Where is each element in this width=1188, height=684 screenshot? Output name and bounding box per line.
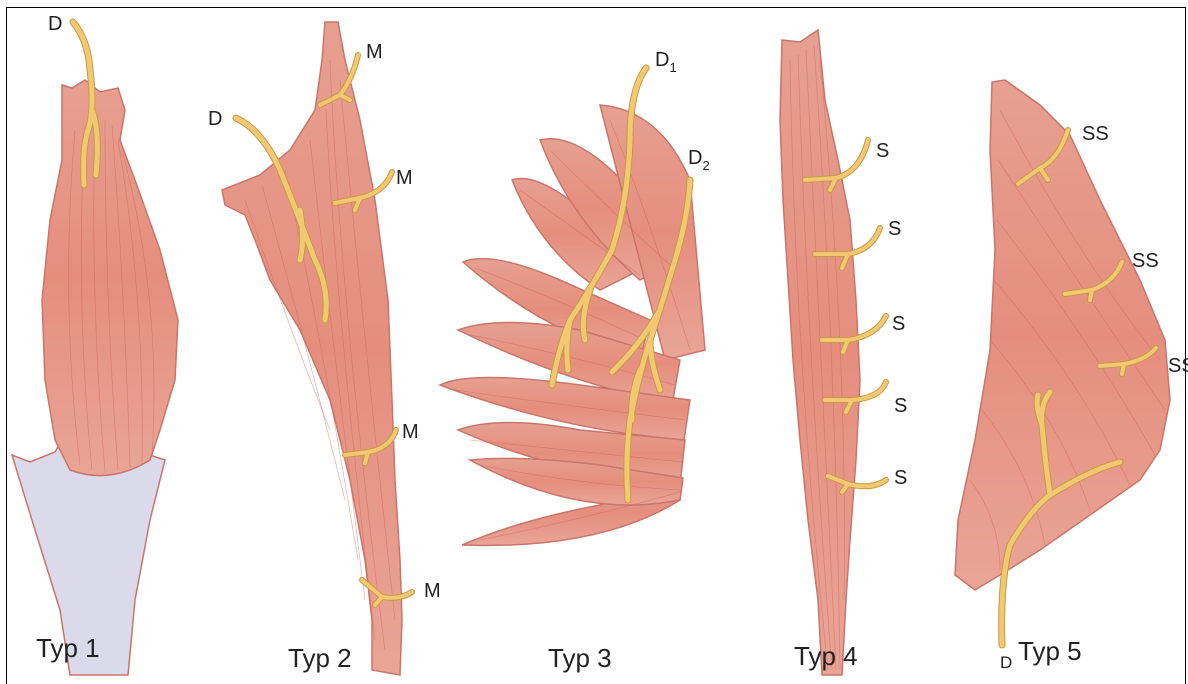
type-4-label-s4: S [894, 395, 907, 417]
type-4-label-s2: S [888, 218, 901, 240]
type-4-muscle-body [780, 30, 860, 675]
type-2-label-m1: M [366, 41, 383, 63]
caption-typ-4: Typ 4 [794, 641, 858, 671]
type-2-label-m2: M [396, 167, 413, 189]
type-5-muscle: SS SS SS D [955, 80, 1188, 672]
type-2-label-d: D [208, 108, 222, 130]
type-1-label-d: D [48, 13, 62, 35]
type-5-label-d: D [1000, 653, 1012, 672]
type-2-label-m4: M [424, 580, 441, 602]
type-5-label-ss2: SS [1132, 250, 1159, 272]
type-3-label-d1: D1 [655, 49, 677, 75]
type-5-muscle-body [955, 80, 1170, 590]
type-3-label-d2: D2 [688, 147, 710, 173]
type-2-muscle: D M M M M [208, 22, 441, 675]
type-5-label-ss1: SS [1082, 123, 1109, 145]
caption-typ-1: Typ 1 [36, 633, 100, 663]
type-2-label-m3: M [402, 421, 419, 443]
type-3-muscle: D1 D2 [440, 49, 710, 545]
type-4-muscle: S S S S S [780, 30, 907, 675]
caption-typ-5: Typ 5 [1018, 636, 1082, 666]
type-1-muscle-belly [42, 80, 178, 476]
type-4-label-s3: S [892, 313, 905, 335]
type-4-label-s1: S [876, 140, 889, 162]
caption-typ-3: Typ 3 [548, 643, 612, 673]
type-4-label-s5: S [894, 467, 907, 489]
type-5-label-ss3: SS [1168, 355, 1188, 377]
type-1-muscle: D [12, 13, 178, 675]
caption-typ-2: Typ 2 [288, 643, 352, 673]
type-2-muscle-body [222, 22, 402, 675]
